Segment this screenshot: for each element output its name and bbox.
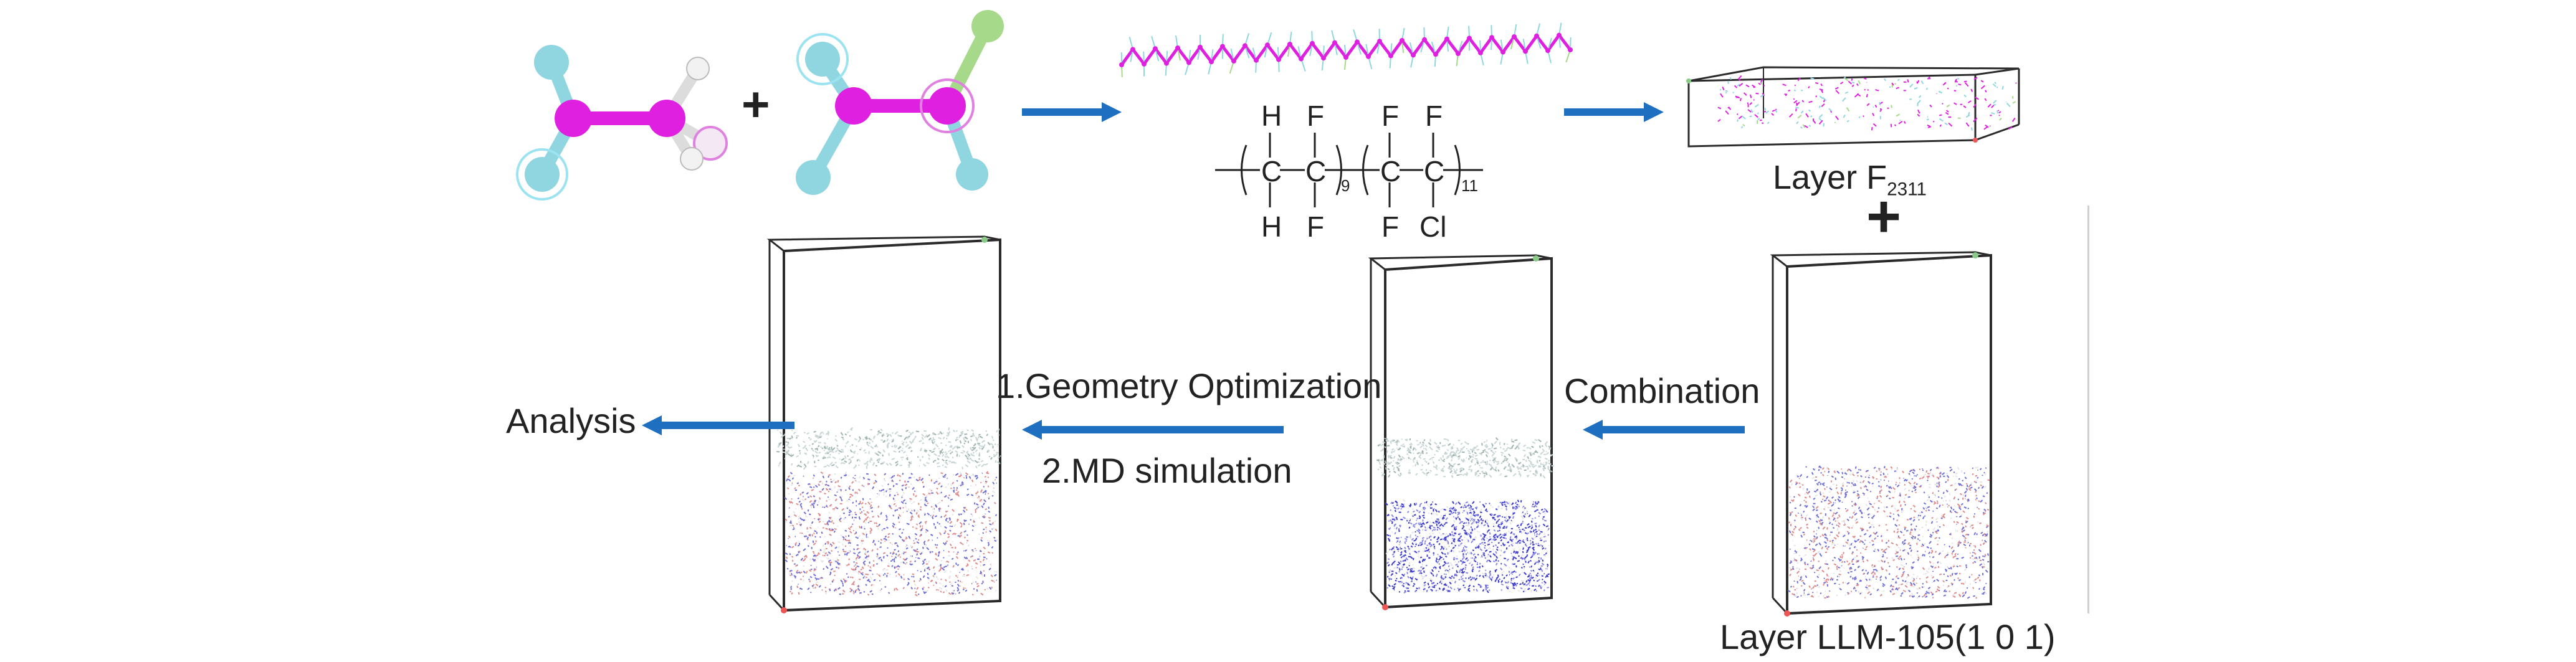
arrow-left-simulation <box>1022 420 1284 440</box>
formula-c3: C <box>1380 155 1401 187</box>
formula-c1: C <box>1261 155 1282 187</box>
formula-bonds <box>1215 133 1483 207</box>
formula-subscript-11: 11 <box>1461 176 1478 195</box>
combination-label: Combination <box>1564 371 1760 410</box>
formula-c4: C <box>1424 155 1445 187</box>
formula-c2: C <box>1305 155 1327 187</box>
formula-f-top-2: F <box>1381 100 1400 132</box>
combined-box-image <box>1368 254 1554 610</box>
molecule-2-image <box>796 10 1004 195</box>
step1-geometry-optimization-label: 1.Geometry Optimization <box>996 366 1382 405</box>
analysis-label: Analysis <box>506 401 636 440</box>
formula-h-bottom: H <box>1261 210 1282 243</box>
layer-llm105-label: Layer LLM-105(1 0 1) <box>1720 617 2056 656</box>
layer-f-text: Layer F <box>1773 159 1887 196</box>
formula-h-top: H <box>1261 100 1282 132</box>
layer-f-subscript: 2311 <box>1887 179 1927 200</box>
arrow-right-2 <box>1564 102 1664 122</box>
formula-subscript-9: 9 <box>1341 176 1350 195</box>
vertical-divider <box>2087 206 2089 613</box>
structural-formula: H F F F C C C C 9 11 H F F Cl <box>1209 97 1483 246</box>
plus-sign-2: + <box>1866 183 1902 250</box>
final-box-image <box>766 235 1002 613</box>
arrow-left-analysis <box>642 415 794 435</box>
step2-md-simulation-label: 2.MD simulation <box>1042 451 1292 490</box>
plus-sign-1: + <box>742 77 770 131</box>
arrow-left-combination <box>1583 420 1745 440</box>
layer-f-box-image <box>1686 66 2020 148</box>
formula-f-bottom-1: F <box>1307 210 1325 243</box>
formula-f-top-1: F <box>1307 100 1325 132</box>
formula-f-bottom-2: F <box>1381 210 1400 243</box>
layer-f-label: Layer F2311 <box>1773 161 1927 199</box>
arrow-right-1 <box>1022 102 1122 122</box>
formula-f-top-3: F <box>1425 100 1443 132</box>
polymer-chain-image <box>1119 22 1573 78</box>
molecule-1-image <box>516 45 728 201</box>
formula-cl-bottom: Cl <box>1419 210 1447 243</box>
llm105-layer-box-image <box>1770 251 1992 617</box>
